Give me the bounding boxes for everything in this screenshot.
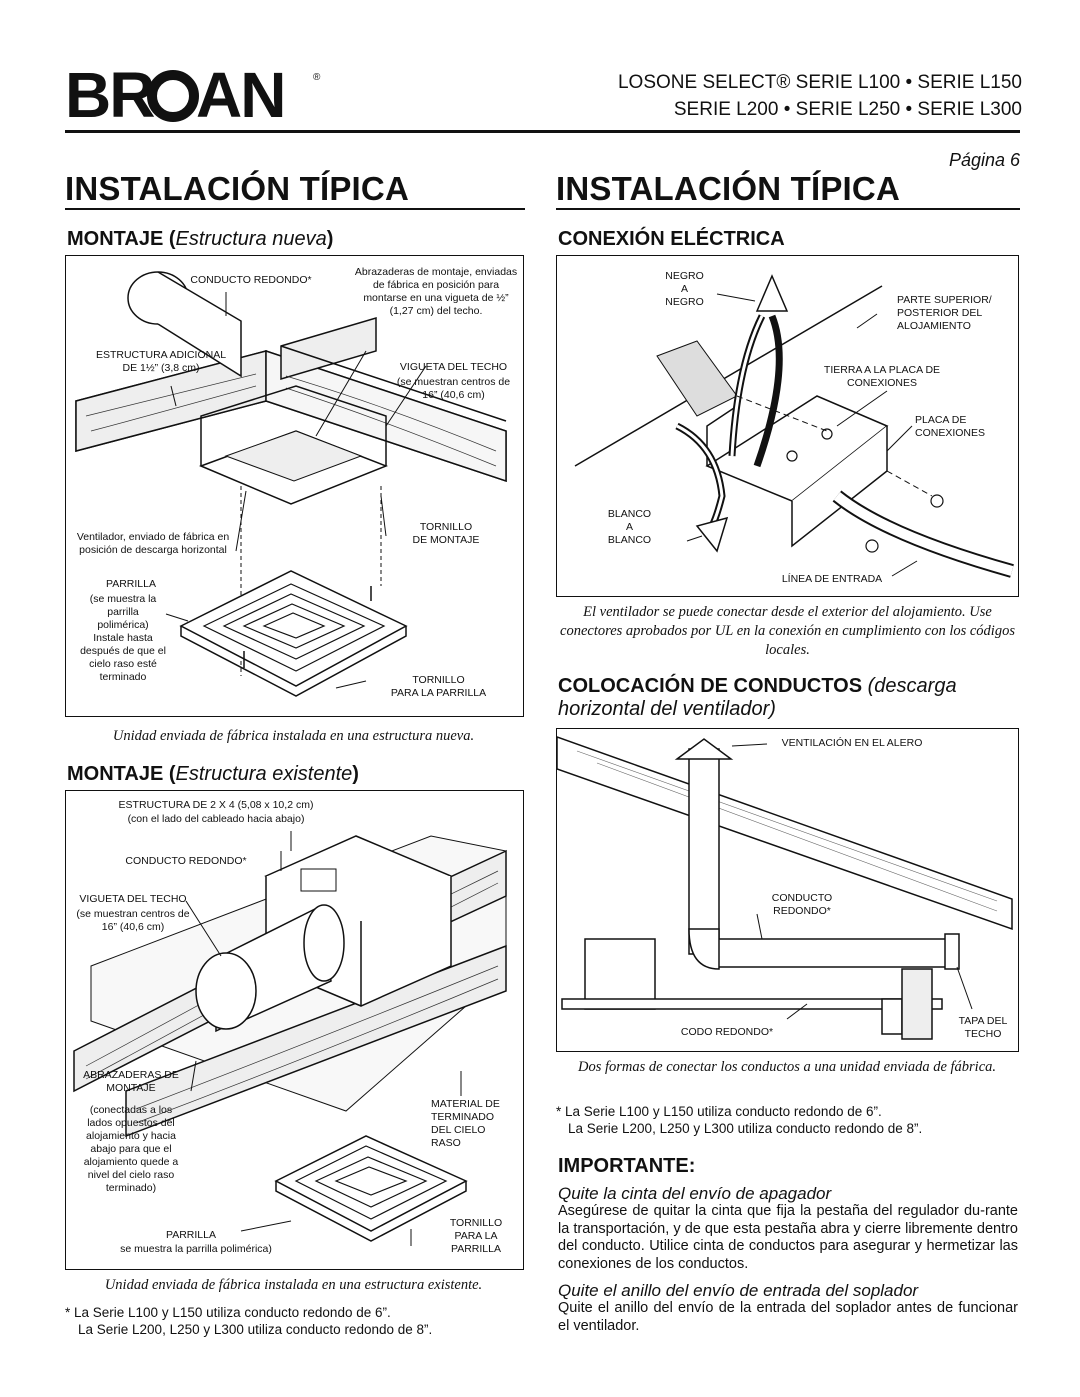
label-estructura-adicional: ESTRUCTURA ADICIONAL DE 1½” (3,8 cm) [95,349,227,374]
label-conducto-redondo-3: CONDUCTO REDONDO* [771,892,833,917]
importante-body-1: Asegúrese de quitar la cinta que fija la… [558,1203,1018,1272]
new-structure-drawing [75,271,507,697]
label-tornillo-2: TORNILLO PARA LA PARRILLA [449,1217,503,1255]
label-blanco-a-blanco: BLANCO A BLANCO [607,508,652,546]
label-estructura-sub: (con el lado del cableado hacia abajo) [127,813,305,825]
page-label: Página 6 [948,150,1020,170]
label-tornillo-parrilla: TORNILLO PARA LA PARRILLA [390,674,487,699]
label-vigueta-sub: (se muestran centros de 16” (40,6 cm) [396,376,511,401]
figure-new-structure: CONDUCTO REDONDO* Abrazaderas de montaje… [65,255,524,717]
figure-existing-structure: ESTRUCTURA DE 2 X 4 (5,08 x 10,2 cm) (co… [65,790,524,1270]
right-title-rule [556,208,1020,210]
svg-text:AN: AN [196,62,284,131]
svg-text:®: ® [313,72,321,83]
left-footnote-1: * La Serie L100 y L150 utiliza conducto … [65,1305,391,1320]
label-linea-entrada: LÍNEA DE ENTRADA [781,573,883,585]
broan-logo: BR AN ® [65,62,325,132]
label-abrazaderas-2-sub: (conectadas a los lados opuestos del alo… [83,1104,179,1194]
label-vigueta-2: VIGUETA DEL TECHO [79,893,187,905]
label-parrilla-2-sub: se muestra la parrilla polimérica) [120,1243,272,1255]
right-title: INSTALACIÓN TÍPICA [556,170,900,207]
label-ventilador: Ventilador, enviado de fábrica en posici… [76,531,230,556]
label-abrazaderas-2: ABRAZADERAS DE MONTAJE [83,1069,179,1094]
importante-heading: IMPORTANTE: [558,1155,696,1177]
label-abrazaderas: Abrazaderas de montaje, enviadas de fábr… [354,266,518,317]
conexion-electrica-heading: CONEXIÓN ELÉCTRICA [558,228,785,250]
label-material: MATERIAL DE TERMINADO DEL CIELO RASO [431,1098,500,1149]
figure-ducting: VENTILACIÓN EN EL ALERO CONDUCTO REDONDO… [556,728,1019,1052]
label-codo-redondo: CODO REDONDO* [680,1026,774,1038]
ducting-drawing [557,736,1013,1040]
label-vigueta: VIGUETA DEL TECHO [399,361,508,373]
label-parrilla: PARRILLA [106,578,156,590]
label-parrilla-sub: (se muestra la parrilla polimérica) Inst… [80,593,166,683]
label-tapa-techo: TAPA DEL TECHO [958,1015,1008,1040]
right-footnote-2: La Serie L200, L250 y L300 utiliza condu… [568,1121,923,1136]
label-conducto-redondo-2: CONDUCTO REDONDO* [125,855,247,867]
right-footnote-1: * La Serie L100 y L150 utiliza conducto … [556,1104,882,1119]
svg-text:BR: BR [65,62,154,131]
label-parte-superior: PARTE SUPERIOR/ POSTERIOR DEL ALOJAMIENT… [897,294,992,332]
left-title-rule [65,208,525,210]
label-parrilla-2: PARRILLA [166,1229,216,1241]
caption-existing-structure: Unidad enviada de fábrica instalada en u… [104,1277,483,1293]
caption-ducting: Dos formas de conectar los conductos a u… [577,1059,997,1075]
importante-sub-1: Quite la cinta del envío de apagador [558,1184,832,1203]
montaje-existente-heading: MONTAJE (Estructura existente) [67,763,359,785]
caption-electrical: El ventilador se puede conectar desde el… [560,604,1015,658]
electrical-drawing [574,274,1014,578]
montaje-nueva-heading: MONTAJE (Estructura nueva) [67,228,334,250]
label-placa: PLACA DE CONEXIONES [915,414,986,439]
left-footnote-2: La Serie L200, L250 y L300 utiliza condu… [78,1322,433,1337]
existing-structure-drawing [73,831,507,1246]
left-title: INSTALACIÓN TÍPICA [65,170,409,207]
label-vigueta-2-sub: (se muestran centros de 16” (40,6 cm) [76,908,190,933]
series-line-1: LOSONE SELECT® SERIE L100 • SERIE L150 [617,72,1022,93]
label-estructura-2x4: ESTRUCTURA DE 2 X 4 (5,08 x 10,2 cm) [118,799,314,811]
label-tornillo-montaje: TORNILLO DE MONTAJE [412,521,480,546]
importante-sub-2: Quite el anillo del envío de entrada del… [558,1281,919,1300]
importante-body-2: Quite el anillo del envío de la entrada … [558,1300,1018,1334]
label-tierra: TIERRA A LA PLACA DE CONEXIONES [823,364,941,389]
header-rule [65,130,1020,133]
series-line-2: SERIE L200 • SERIE L250 • SERIE L300 [673,99,1022,120]
label-negro-a-negro: NEGRO A NEGRO [665,270,704,308]
figure-electrical: NEGRO A NEGRO PARTE SUPERIOR/ POSTERIOR … [556,255,1019,597]
colocacion-conductos-heading: COLOCACIÓN DE CONDUCTOS (descarga horizo… [558,675,957,720]
label-ventilacion-alero: VENTILACIÓN EN EL ALERO [781,737,923,749]
caption-new-structure: Unidad enviada de fábrica instalada en u… [112,728,475,744]
label-conducto-redondo: CONDUCTO REDONDO* [190,274,312,286]
